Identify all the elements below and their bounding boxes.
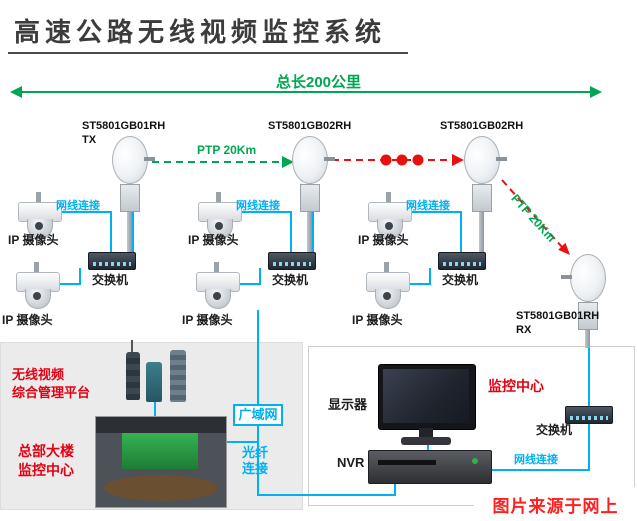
title-underline	[8, 52, 408, 54]
nvr-led	[472, 458, 478, 464]
ip-camera	[366, 192, 414, 242]
camera-label: IP 摄像头	[182, 313, 233, 327]
ptp-link-1-label: PTP 20Km	[197, 143, 257, 157]
nvr-slot	[378, 460, 436, 465]
wireless-bridge-antenna-1	[112, 136, 156, 266]
antenna-dish	[464, 136, 500, 184]
monitoring-center-label: 监控中心	[488, 378, 544, 394]
nvr	[368, 450, 492, 484]
hq-label-line1: 总部大楼	[18, 443, 74, 459]
nvr-label: NVR	[337, 455, 365, 470]
total-length-label: 总长200公里	[275, 74, 362, 91]
camera-label: IP 摄像头	[358, 233, 409, 247]
relay-continuation	[332, 154, 464, 166]
antenna-4-role-label: RX	[516, 324, 532, 336]
fiber-label-line2: 连接	[242, 461, 269, 476]
camera-mount	[384, 262, 389, 274]
camera-lens	[383, 292, 391, 300]
camera-mount	[36, 192, 41, 204]
antenna-4-model-label: ST5801GB01RH	[516, 310, 600, 322]
antenna-feed	[144, 157, 155, 161]
platform-label-line1: 无线视频	[12, 367, 65, 382]
ip-camera	[14, 262, 62, 312]
switch-label: 交换机	[92, 273, 129, 287]
antenna-radio-unit	[300, 184, 320, 212]
antenna-dish	[112, 136, 148, 184]
switch-ports	[273, 262, 311, 266]
switch-label: 交换机	[442, 273, 479, 287]
ip-camera	[16, 192, 64, 242]
fiber-label-line1: 光纤	[242, 445, 269, 460]
watermark-strip: 图片来源于网上	[474, 487, 637, 521]
ptp-link-1-arrow	[152, 156, 294, 168]
monitor-stand	[419, 428, 433, 437]
room-table	[104, 475, 218, 501]
wan-box: 广域网	[233, 404, 283, 426]
camera-lens	[385, 222, 393, 230]
server-antenna	[131, 340, 133, 353]
antenna-dish	[292, 136, 328, 184]
monitor-label: 显示器	[328, 397, 368, 412]
wireless-bridge-antenna-3	[464, 136, 508, 266]
camera-lens	[215, 222, 223, 230]
antenna-feed	[324, 157, 335, 161]
camera-label: IP 摄像头	[2, 313, 53, 327]
wireless-bridge-antenna-4	[561, 254, 614, 384]
ethernet-switch	[268, 252, 316, 270]
room-ceiling	[96, 417, 226, 433]
camera-label: IP 摄像头	[188, 233, 239, 247]
antenna-3-model-label: ST5801GB02RH	[440, 120, 524, 132]
camera-mount	[214, 262, 219, 274]
camera-label: IP 摄像头	[8, 233, 59, 247]
server-tower	[170, 350, 186, 402]
camera-mount	[216, 192, 221, 204]
room-video-wall	[122, 433, 198, 469]
wireless-bridge-antenna-2	[292, 136, 336, 266]
ethernet-switch	[438, 252, 486, 270]
camera-label: IP 摄像头	[352, 313, 403, 327]
antenna-1-role-label: TX	[82, 134, 97, 146]
switch-label: 交换机	[272, 273, 309, 287]
camera-lens	[33, 292, 41, 300]
watermark-text: 图片来源于网上	[492, 496, 619, 516]
switch-ports	[443, 262, 481, 266]
ip-camera	[194, 262, 242, 312]
camera-mount	[34, 262, 39, 274]
cable-label: 网线连接	[56, 200, 100, 212]
monitor-base	[401, 437, 451, 445]
antenna-radio-unit	[578, 302, 598, 330]
camera-lens	[35, 222, 43, 230]
camera-mount	[386, 192, 391, 204]
switch-ports	[93, 262, 131, 266]
server-tower	[126, 352, 140, 400]
antenna-2-model-label: ST5801GB02RH	[268, 120, 352, 132]
monitor-screen	[383, 369, 469, 423]
switch-label: 交换机	[536, 423, 573, 437]
antenna-radio-unit	[472, 184, 492, 212]
ptp-link-2-label: PTP 20Km	[508, 191, 559, 245]
platform-label-line2: 综合管理平台	[12, 385, 91, 400]
antenna-dish	[570, 254, 606, 302]
antenna-feed	[496, 157, 507, 161]
ethernet-switch	[565, 406, 613, 424]
server-tower	[146, 362, 162, 402]
cable-label: 网线连接	[236, 200, 280, 212]
cable-label: 网线连接	[514, 454, 558, 466]
meeting-room-photo	[95, 416, 227, 508]
antenna-1-model-label: ST5801GB01RH	[82, 120, 166, 132]
ethernet-switch	[88, 252, 136, 270]
ip-camera	[364, 262, 412, 312]
antenna-feed	[561, 275, 572, 279]
switch-ports	[570, 416, 608, 420]
antenna-radio-unit	[120, 184, 140, 212]
camera-lens	[213, 292, 221, 300]
cable-label: 网线连接	[406, 200, 450, 212]
ip-camera	[196, 192, 244, 242]
hq-label-line2: 监控中心	[18, 462, 74, 478]
page-title: 高速公路无线视频监控系统	[14, 17, 387, 47]
